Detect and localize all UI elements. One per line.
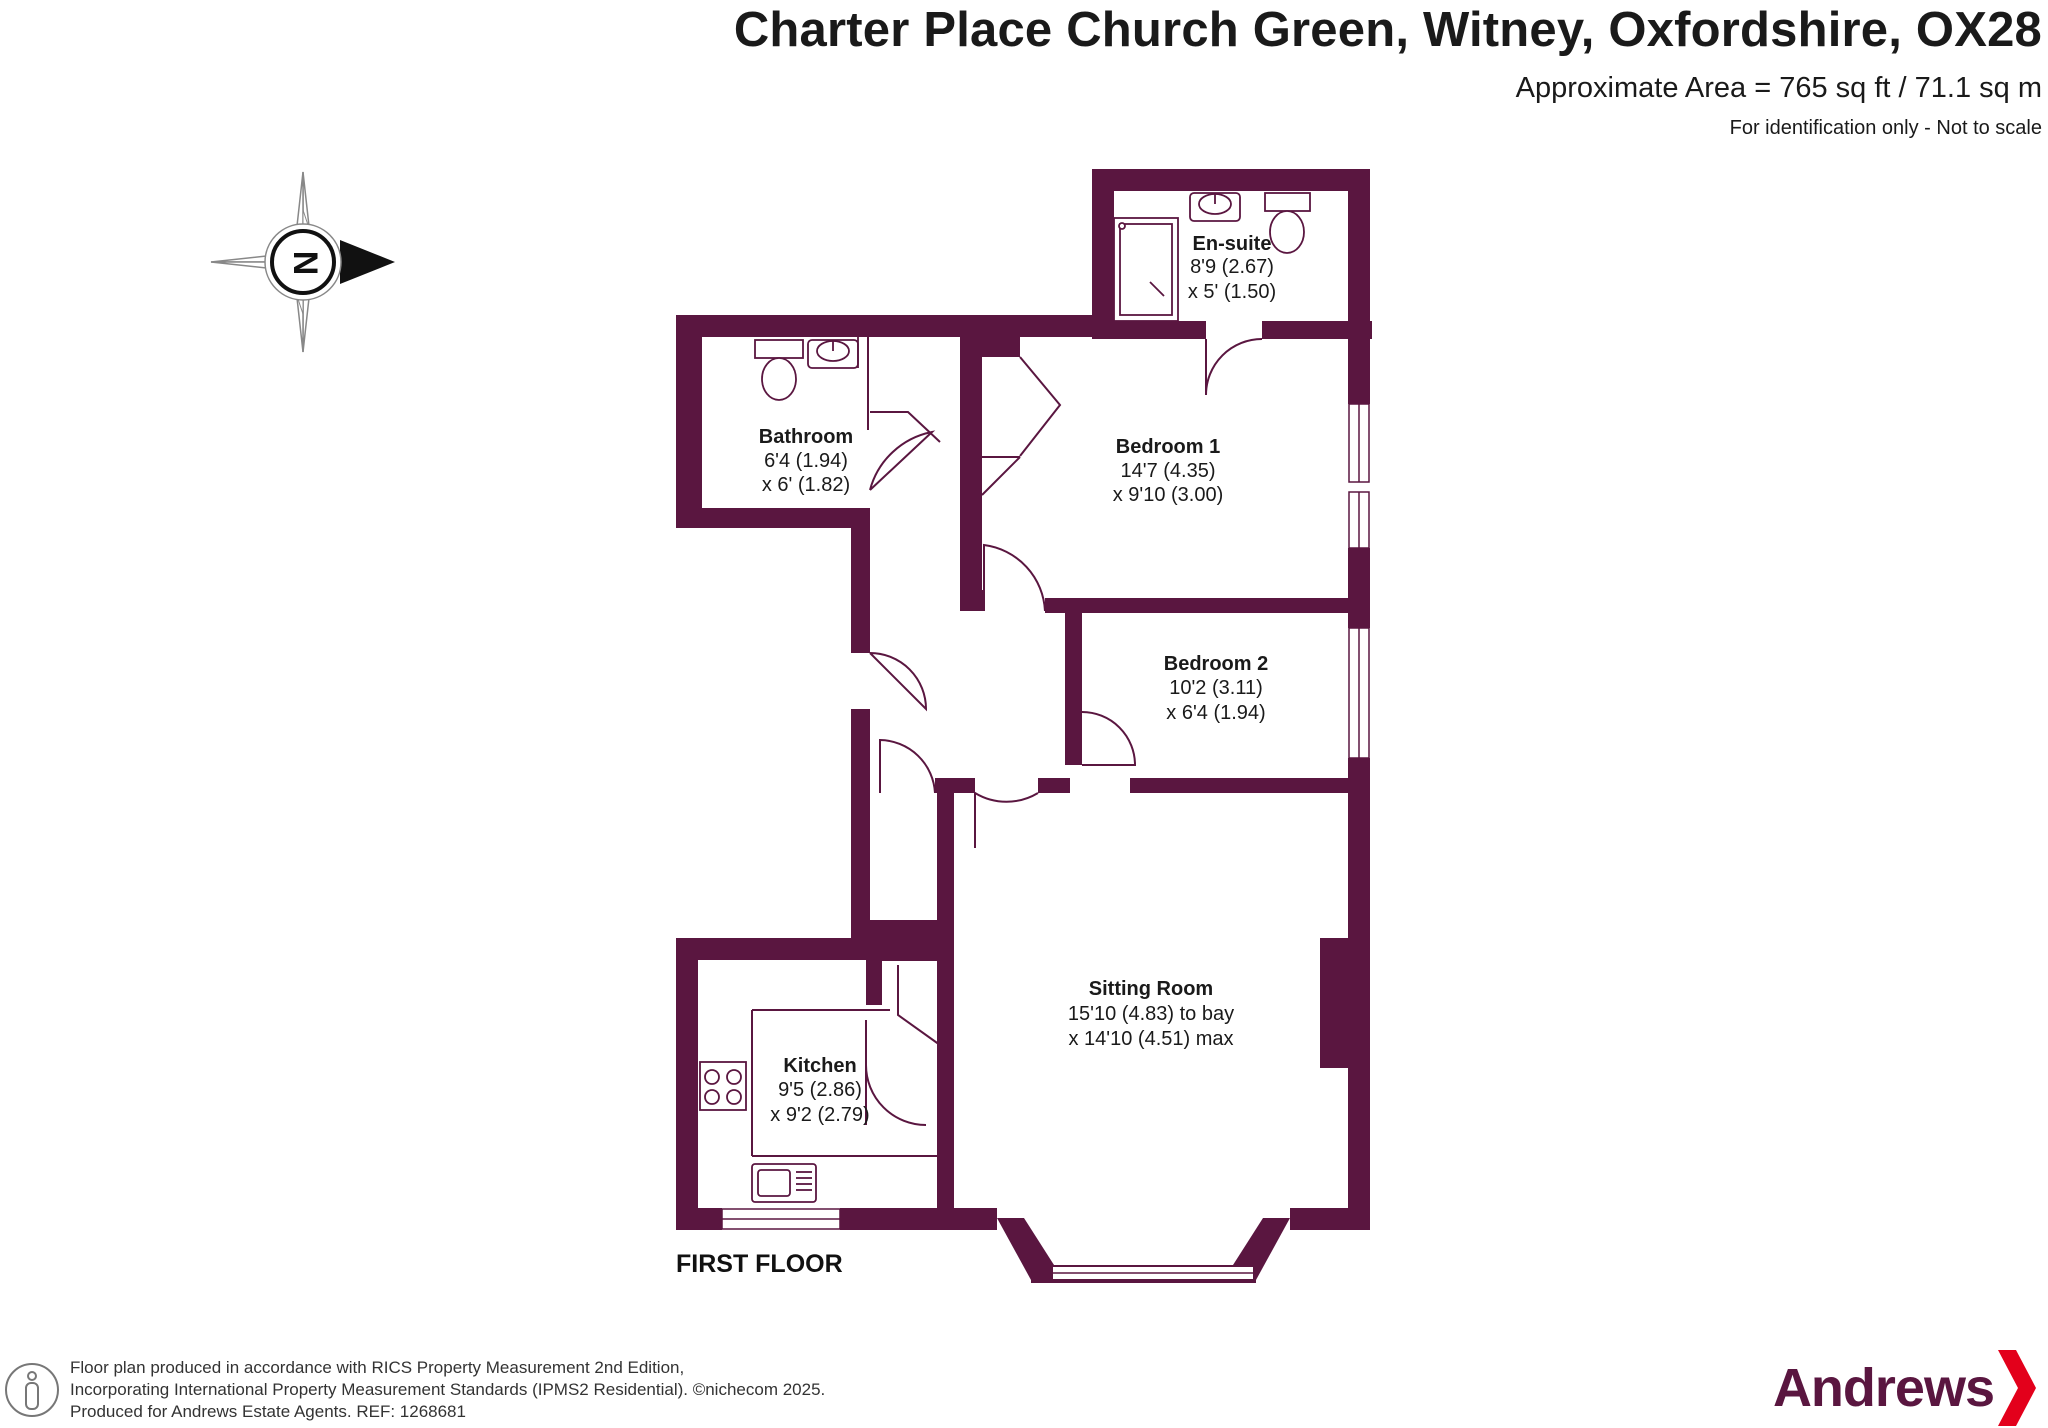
- room-name: Bedroom 2: [1164, 653, 1268, 675]
- ensuite-toilet-cistern: [1264, 192, 1311, 212]
- room-name: Sitting Room: [1089, 978, 1213, 1000]
- fixtures: [699, 192, 1311, 1203]
- walls: [676, 169, 1372, 1230]
- room-name: Kitchen: [783, 1055, 856, 1077]
- floor-label: FIRST FLOOR: [676, 1250, 843, 1278]
- room-dimension: x 5' (1.50): [1188, 281, 1276, 303]
- room-dimension: x 9'10 (3.00): [1113, 484, 1224, 506]
- room-dimension: x 9'2 (2.79): [770, 1104, 869, 1126]
- room-dimension: x 6'4 (1.94): [1166, 702, 1265, 724]
- chevron-right-icon: [1998, 1350, 2036, 1426]
- room-dimension: 14'7 (4.35): [1121, 460, 1216, 482]
- footer-line: Produced for Andrews Estate Agents. REF:…: [70, 1402, 466, 1421]
- footer-line: Floor plan produced in accordance with R…: [70, 1358, 685, 1377]
- interior-lines: [751, 337, 1021, 1157]
- room-dimension: 6'4 (1.94): [764, 450, 848, 472]
- room-sitting-room: Sitting Room 15'10 (4.83) to bay x 14'10…: [1068, 978, 1234, 1050]
- footer-line: Incorporating International Property Mea…: [70, 1380, 826, 1399]
- scale-disclaimer: For identification only - Not to scale: [1729, 117, 2042, 139]
- room-name: Bathroom: [759, 426, 853, 448]
- room-ensuite: En-suite 8'9 (2.67) x 5' (1.50): [1188, 233, 1276, 303]
- brand-name: Andrews: [1772, 1358, 1995, 1418]
- room-dimension: 9'5 (2.86): [778, 1079, 862, 1101]
- room-dimension: 15'10 (4.83) to bay: [1068, 1003, 1234, 1025]
- bay-window: [997, 1218, 1290, 1283]
- room-bedroom-2: Bedroom 2 10'2 (3.11) x 6'4 (1.94): [1164, 653, 1268, 724]
- room-dimension: 8'9 (2.67): [1190, 256, 1274, 278]
- compass-icon: N: [210, 171, 395, 353]
- bathroom-toilet-cistern: [754, 339, 804, 359]
- room-dimension: 10'2 (3.11): [1169, 677, 1263, 699]
- footer-disclaimer: Floor plan produced in accordance with R…: [70, 1357, 825, 1423]
- windows: [721, 403, 1370, 1230]
- brand-logo: Andrews: [1773, 1348, 2038, 1428]
- doors: [865, 338, 1263, 1126]
- room-kitchen: Kitchen 9'5 (2.86) x 9'2 (2.79): [770, 1055, 869, 1126]
- room-dimension: x 14'10 (4.51) max: [1068, 1028, 1233, 1050]
- compass-letter: N: [286, 251, 324, 276]
- room-name: Bedroom 1: [1116, 436, 1220, 458]
- room-dimension: x 6' (1.82): [762, 474, 850, 496]
- person-info-icon: [5, 1363, 59, 1417]
- room-bedroom-1: Bedroom 1 14'7 (4.35) x 9'10 (3.00): [1113, 436, 1224, 506]
- room-bathroom: Bathroom 6'4 (1.94) x 6' (1.82): [759, 426, 853, 496]
- page-title: Charter Place Church Green, Witney, Oxfo…: [733, 3, 2042, 57]
- area-summary: Approximate Area = 765 sq ft / 71.1 sq m: [1515, 72, 2042, 104]
- room-name: En-suite: [1193, 233, 1272, 255]
